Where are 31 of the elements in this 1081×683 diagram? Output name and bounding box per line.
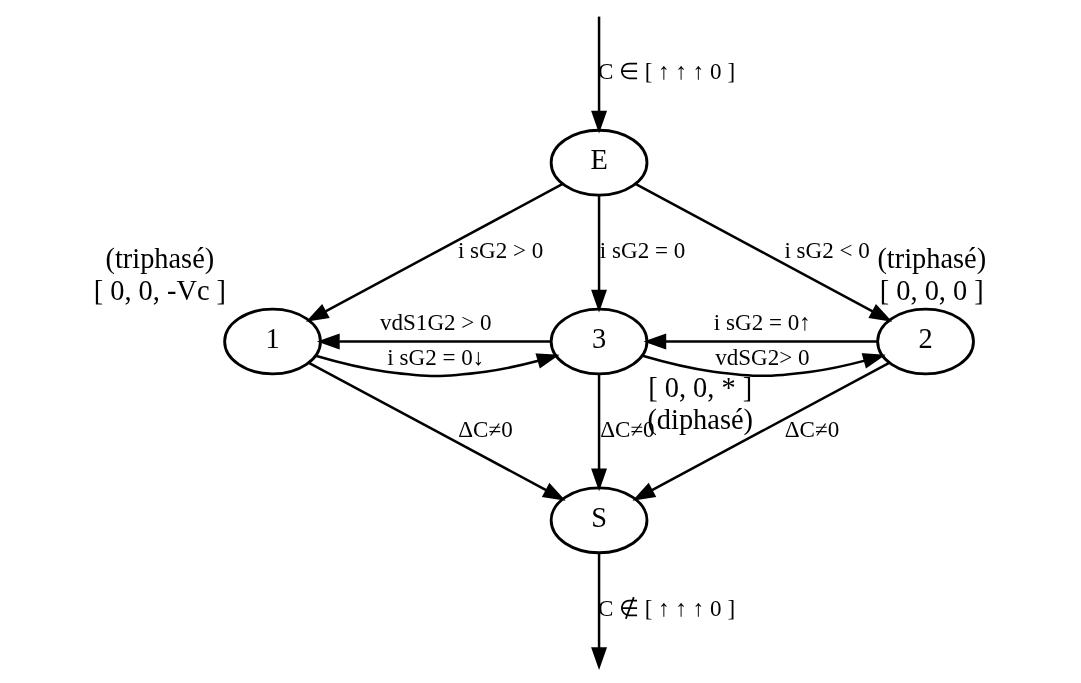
arrow [591,16,607,134]
edge-label: vdS1G2 > 0 [380,308,492,335]
node-ellipse: 1 [223,307,322,376]
edge-label: vdSG2> 0 [715,344,810,371]
arrow [635,183,893,322]
node-label: (triphasé) [877,242,987,274]
arrow [591,553,607,671]
arrow [643,333,878,350]
edge-label: i sG2 = 0↓ [387,344,485,371]
arrow [591,374,607,492]
node-label: [ 0, 0, * ] [648,371,753,403]
arrow [591,195,607,313]
edge-label: i sG2 < 0 [784,237,870,264]
arrow [642,353,886,378]
node-label: [ 0, 0, 0 ] [879,274,984,306]
node-label: (triphasé) [105,242,215,274]
node-ellipse: S [549,486,649,555]
arrow [316,333,551,350]
node-ellipse: 3 [549,307,649,376]
edge-label: i sG2 = 0 [599,237,686,264]
edge-label: i sG2 > 0 [457,237,544,264]
edge-label: i sG2 = 0↑ [713,308,811,335]
node-ellipse: 2 [876,307,975,376]
node-label: [ 0, 0, -Vc ] [93,274,227,306]
arrow [305,183,563,322]
arrow [315,353,560,378]
arrow [632,361,890,501]
node-ellipse: E [549,128,649,197]
edge-label: ΔC≠0 [458,415,513,442]
arrow [308,361,566,501]
edge-label: ΔC≠0 [784,415,840,442]
